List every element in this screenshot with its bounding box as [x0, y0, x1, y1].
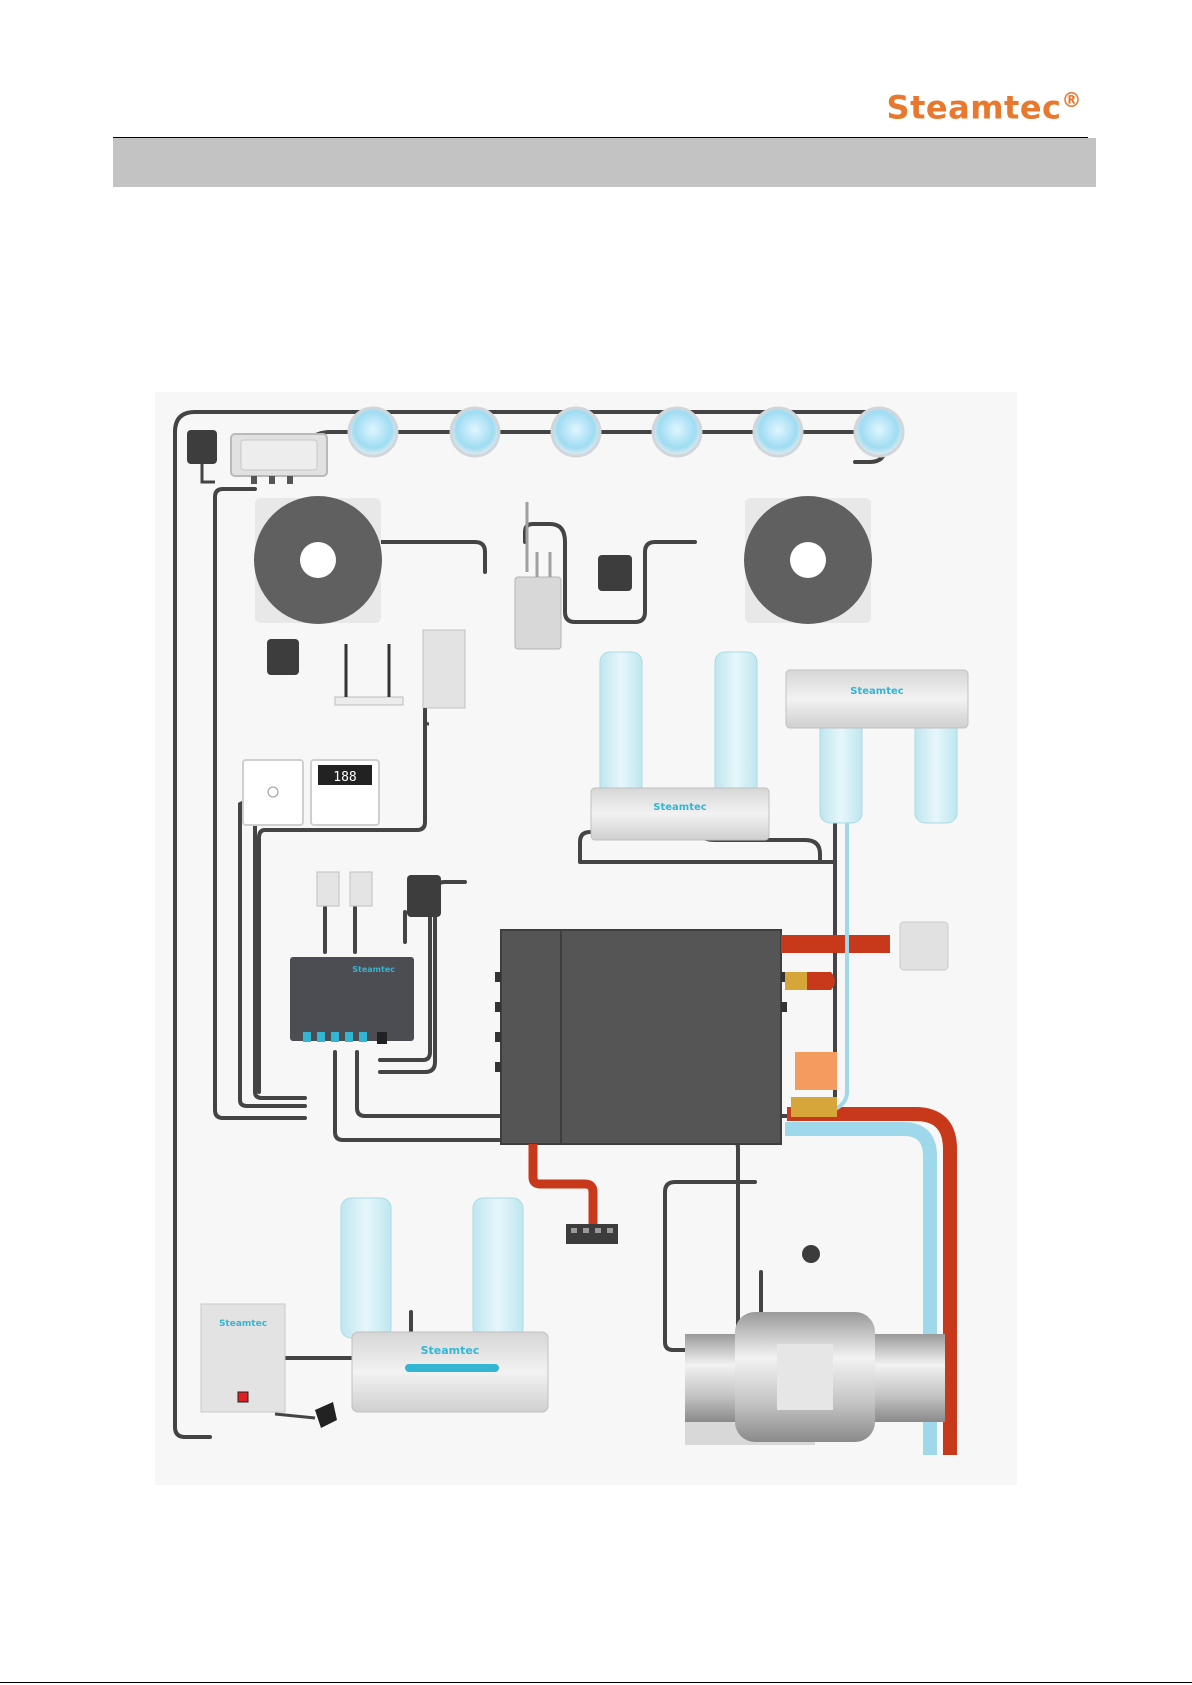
steam-outlet-icon — [900, 922, 948, 970]
power-adapter-icon — [407, 875, 441, 917]
control-panel-icon: 188 — [311, 760, 379, 825]
pump-unit-top-right-label: Steamtec — [850, 686, 903, 697]
junction-box-icon — [231, 434, 327, 484]
cable-junction-to-top — [215, 489, 255, 522]
drain-pipe — [533, 1144, 593, 1224]
cable-left-vertical-3 — [255, 812, 305, 1098]
fragrance-unit-middle: Steamtec — [591, 652, 769, 840]
safety-valve-icon — [785, 972, 835, 990]
display-readout: 188 — [333, 770, 356, 785]
power-box-label: Steamtec — [219, 1319, 267, 1329]
ceiling-light-icon — [552, 408, 600, 456]
header-band — [113, 138, 1096, 187]
footer-rule — [0, 1682, 1192, 1683]
brand-mark: ® — [1062, 88, 1083, 112]
exhaust-fan-icon — [685, 1312, 945, 1445]
pump-unit-bottom-label: Steamtec — [421, 1344, 480, 1357]
temperature-sensor-icon — [802, 1245, 820, 1263]
ceiling-light-icon — [754, 408, 802, 456]
installation-diagram: 188 Steamtec — [155, 392, 1017, 1485]
control-box-icon: Steamtec — [290, 957, 414, 1044]
speaker-icon — [254, 496, 382, 624]
ceiling-light-icon — [451, 408, 499, 456]
fragrance-unit-top-right: Steamtec — [786, 670, 968, 823]
power-adapter-icon — [598, 555, 632, 591]
diagram-canvas: 188 Steamtec — [155, 392, 1017, 1485]
brand-logo: Steamtec® — [887, 88, 1082, 127]
ceiling-light-icon — [653, 408, 701, 456]
power-adapter-icon — [187, 430, 217, 482]
steam-generator-icon — [495, 930, 787, 1144]
cable-left-vertical-2 — [240, 792, 305, 1106]
sensor-icon — [317, 872, 372, 906]
power-adapter-icon — [267, 639, 299, 675]
control-box-label: Steamtec — [352, 965, 395, 974]
power-box-icon: Steamtec — [201, 1304, 285, 1412]
access-point-icon — [423, 630, 465, 724]
drain-icon — [566, 1224, 618, 1244]
speaker-icon — [744, 496, 872, 624]
wifi-router-icon — [335, 644, 403, 705]
solenoid-valve-icon — [791, 1052, 837, 1117]
pump-unit-middle-label: Steamtec — [653, 802, 706, 813]
fragrance-unit-bottom: Steamtec — [341, 1198, 548, 1412]
ceiling-light-icon — [349, 408, 397, 456]
brand-name: Steamtec — [887, 89, 1062, 127]
ceiling-light-icon — [855, 408, 903, 456]
control-panel-icon — [243, 760, 303, 825]
